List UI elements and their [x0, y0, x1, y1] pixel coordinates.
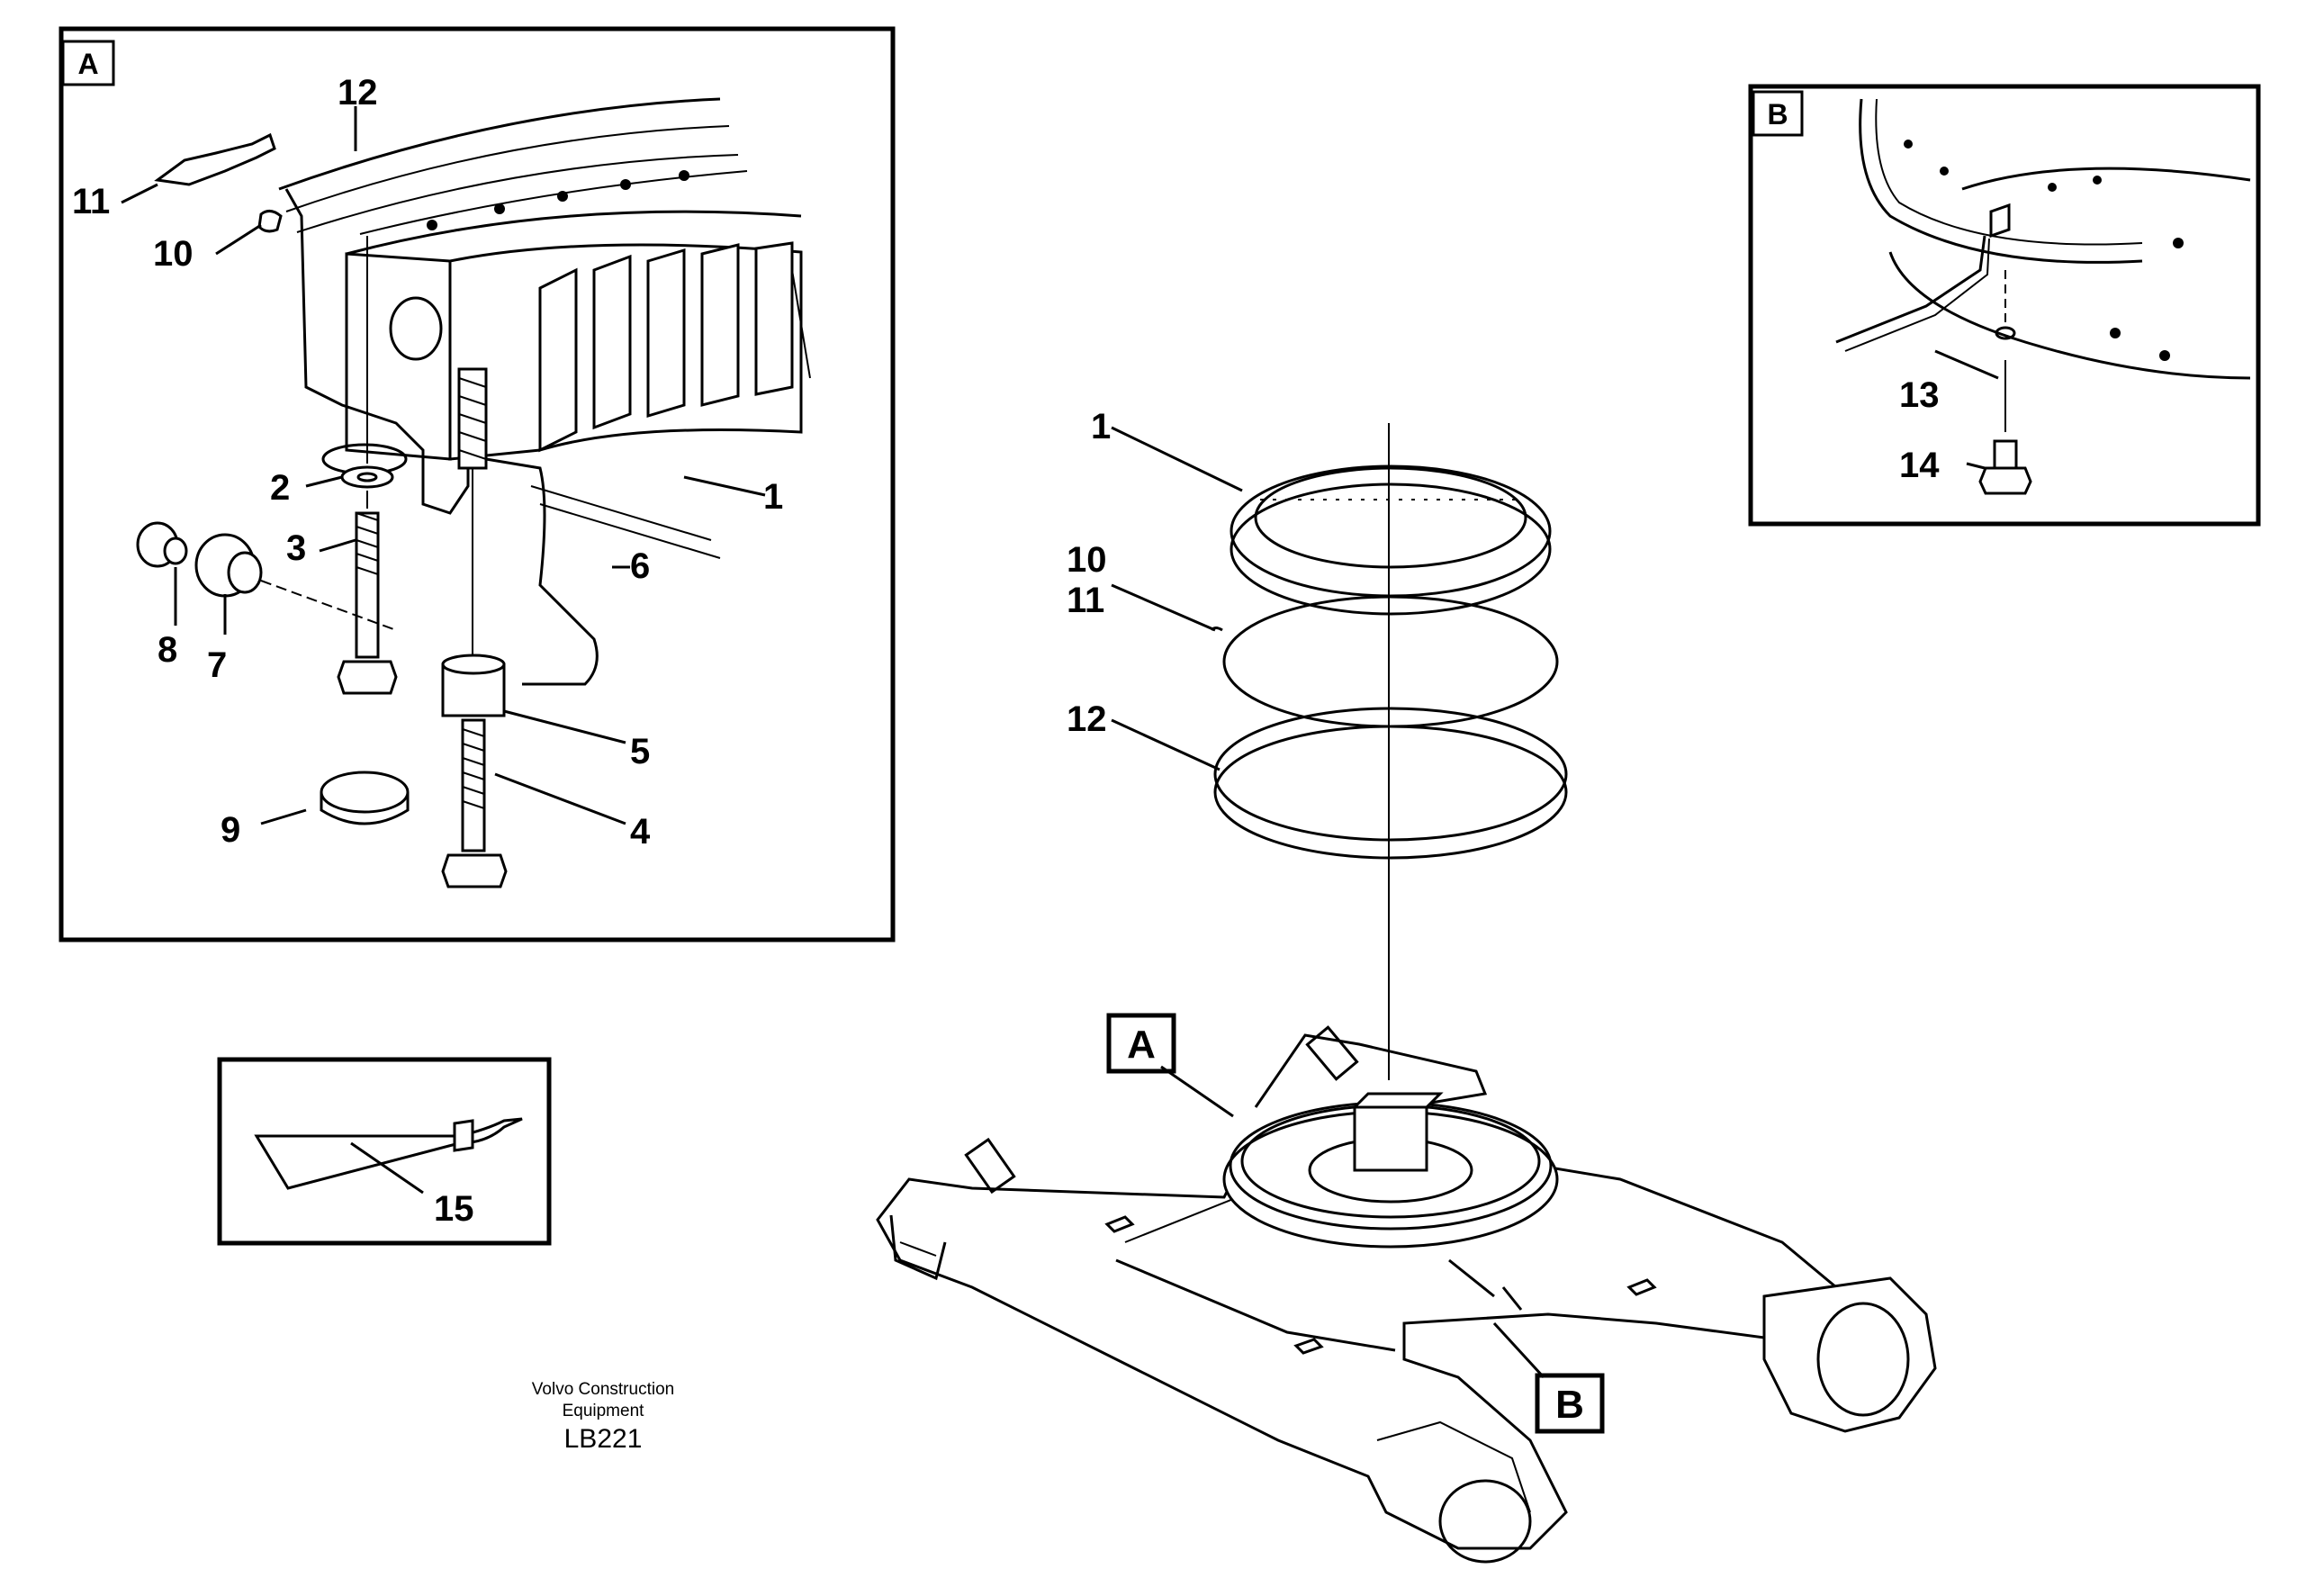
detail-a-callout-6: 6: [630, 546, 650, 586]
detail-a-callout-12: 12: [338, 73, 378, 113]
detail-a-callout-11: 11: [72, 182, 110, 221]
sealant-tube-icon: [254, 1117, 523, 1190]
detail-a-callout-3: 3: [286, 528, 306, 568]
sealant-callout-15: 15: [434, 1189, 474, 1229]
diagram-code: LB221: [563, 1424, 643, 1454]
caption-line-1: Volvo Construction: [531, 1380, 675, 1399]
detail-a-callout-8: 8: [158, 630, 177, 670]
exploded-ref-a: A: [1127, 1023, 1156, 1067]
detail-a-callout-1: 1: [763, 477, 783, 517]
detail-b-tag: B: [1767, 98, 1788, 131]
detail-a-callout-4: 4: [630, 812, 651, 852]
caption-line-2: Equipment: [562, 1402, 644, 1420]
sealant-panel: 15: [217, 1057, 552, 1246]
detail-a-callout-10: 10: [153, 234, 194, 274]
exploded-ref-a-box: [1106, 1013, 1176, 1074]
detail-b-panel: B 13 14: [1748, 84, 2261, 527]
detail-b-tag-box: [1752, 90, 1804, 137]
detail-a-panel: A: [59, 26, 896, 942]
exploded-view: 1 10 11 12 A B: [876, 407, 1937, 1564]
exploded-ref-b: B: [1555, 1383, 1584, 1427]
exploded-callout-1: 1: [1091, 407, 1111, 446]
detail-b-callout-14: 14: [1899, 446, 1940, 485]
detail-a-tag: A: [77, 48, 98, 80]
detail-a-callout-5: 5: [630, 732, 650, 771]
exploded-callout-10: 10: [1067, 540, 1107, 580]
exploded-ref-b-box: [1535, 1373, 1605, 1434]
detail-a-callout-9: 9: [221, 810, 240, 850]
detail-b-callout-13: 13: [1899, 375, 1940, 415]
exploded-callout-11: 11: [1067, 581, 1104, 620]
detail-a-tag-box: [61, 40, 115, 86]
publisher-caption: Volvo Construction Equipment LB221: [477, 1379, 729, 1456]
exploded-callout-12: 12: [1067, 699, 1107, 739]
detail-a-callout-2: 2: [270, 468, 290, 508]
detail-a-callout-7: 7: [207, 645, 227, 685]
